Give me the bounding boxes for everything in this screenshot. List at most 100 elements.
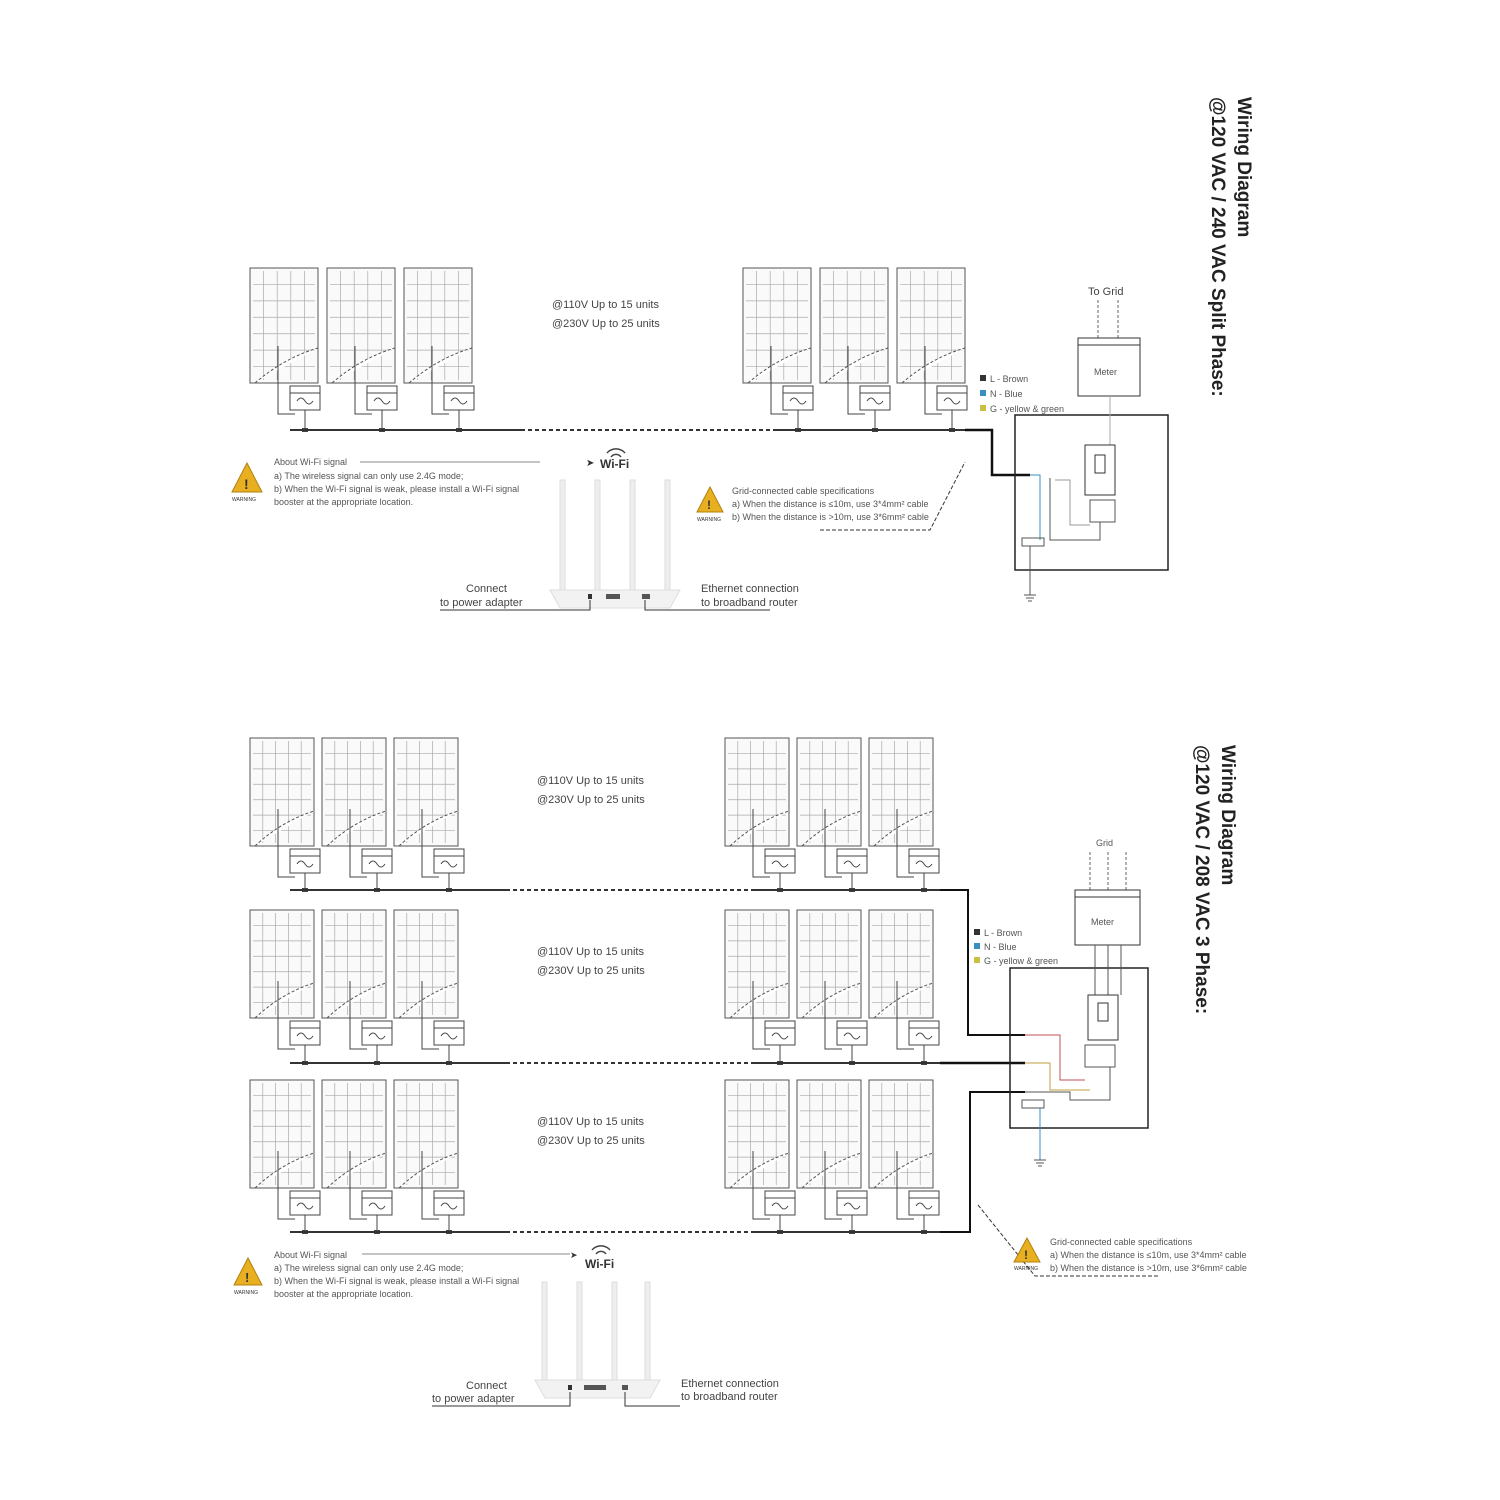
meter-label: Meter (1094, 367, 1117, 377)
warning-label: WARNING (1014, 1266, 1038, 1272)
wifi-note-line: booster at the appropriate location. (274, 1289, 413, 1299)
solar-panel (868, 737, 934, 847)
solar-panel (819, 267, 889, 384)
circuit-breaker (1084, 444, 1116, 496)
solar-panel (742, 267, 812, 384)
wifi-note-line: a) The wireless signal can only use 2.4G… (274, 471, 463, 481)
wifi-note-heading: About Wi-Fi signal (274, 1250, 347, 1260)
diagram-3-phase: Wiring Diagram @120 VAC / 208 VAC 3 Phas… (233, 745, 1247, 1407)
solar-panel (249, 909, 315, 1019)
power-label: Connect (466, 1380, 507, 1392)
diagram-subtitle: @120 VAC / 208 VAC 3 Phase: (1191, 745, 1212, 1014)
ac-trunk-cable (940, 889, 1025, 1036)
ground-bar (1021, 1099, 1045, 1109)
wifi-note-line: booster at the appropriate location. (274, 497, 413, 507)
capacity-230v: @230V Up to 25 units (537, 1135, 645, 1147)
capacity-230v: @230V Up to 25 units (537, 965, 645, 977)
capacity-230v: @230V Up to 25 units (537, 794, 645, 806)
warning-label: WARNING (234, 1290, 258, 1296)
ethernet-label: Ethernet connection (681, 1378, 779, 1390)
microinverter (277, 981, 321, 1065)
capacity-110v: @110V Up to 15 units (537, 946, 644, 958)
circuit-breaker (1087, 994, 1119, 1041)
ground-symbol-icon (1034, 1159, 1046, 1167)
solar-panel (249, 267, 319, 384)
microinverter (752, 981, 796, 1065)
grid-label: Grid (1096, 838, 1113, 848)
capacity-110v: @110V Up to 15 units (552, 299, 659, 311)
wifi-icon (591, 1245, 611, 1255)
legend-neutral: N - Blue (990, 389, 1023, 399)
wire-legend: L - Brown N - Blue G - yellow & green (974, 928, 1058, 966)
cable-note-heading: Grid-connected cable specifications (1050, 1237, 1193, 1247)
warning-icon: ! (696, 485, 724, 513)
svg-text:!: ! (244, 476, 249, 492)
solar-panel (868, 1079, 934, 1189)
cable-note-heading: Grid-connected cable specifications (732, 486, 875, 496)
svg-text:➤: ➤ (570, 1250, 578, 1260)
to-grid-label: To Grid (1088, 286, 1123, 298)
svg-text:!: ! (1024, 1248, 1028, 1262)
microinverter (847, 346, 891, 432)
solar-panel (796, 909, 862, 1019)
solar-panel (796, 737, 862, 847)
solar-panel (403, 267, 473, 384)
solar-panel-layer (249, 267, 984, 1234)
solar-panel (796, 1079, 862, 1189)
power-label: to power adapter (440, 597, 523, 609)
meter-box (1074, 889, 1141, 946)
capacity-230v: @230V Up to 25 units (552, 318, 660, 330)
microinverter (896, 1151, 940, 1234)
warning-icon: ! (233, 1256, 263, 1286)
warning-label: WARNING (232, 497, 256, 503)
ethernet-label: to broadband router (701, 597, 798, 609)
capacity-110v: @110V Up to 15 units (537, 1116, 644, 1128)
svg-text:!: ! (245, 1270, 249, 1285)
legend-ground: G - yellow & green (990, 404, 1064, 414)
ground-symbol-icon (1024, 594, 1036, 602)
solar-panel (393, 1079, 459, 1189)
microinverter (349, 981, 393, 1065)
solar-panel (724, 737, 790, 847)
cable-note-line: a) When the distance is ≤10m, use 3*4mm²… (1050, 1250, 1247, 1260)
ethernet-label: Ethernet connection (701, 583, 799, 595)
microinverter (431, 346, 475, 432)
terminal-block (1084, 1044, 1116, 1068)
wifi-label: Wi-Fi (600, 457, 629, 471)
solar-panel (321, 909, 387, 1019)
cable-note-line: a) When the distance is ≤10m, use 3*4mm²… (732, 499, 929, 509)
meter-label: Meter (1091, 917, 1114, 927)
meter-box (1077, 337, 1141, 397)
cable-note-line: b) When the distance is >10m, use 3*6mm²… (1050, 1263, 1247, 1273)
microinverter (824, 1151, 868, 1234)
solar-panel (321, 737, 387, 847)
warning-icon: ! (231, 461, 263, 493)
router: Wi-Fi Connect to power adapter Ethernet … (432, 1245, 779, 1407)
wifi-note-line: b) When the Wi-Fi signal is weak, please… (274, 1276, 519, 1286)
wifi-warning: ! WARNING About Wi-Fi signal a) The wire… (231, 457, 540, 507)
microinverter (896, 809, 940, 892)
solar-panel (724, 909, 790, 1019)
capacity-110v: @110V Up to 15 units (537, 775, 644, 787)
microinverter (349, 1151, 393, 1234)
distribution-box (1009, 967, 1149, 1129)
ac-trunk-cable (940, 1091, 1025, 1233)
wifi-label: Wi-Fi (585, 1257, 614, 1271)
blue-swatch (980, 390, 986, 396)
diagram-title: Wiring Diagram (1233, 97, 1254, 237)
microinverter (752, 1151, 796, 1234)
solar-panel (326, 267, 396, 384)
legend-live: L - Brown (984, 928, 1022, 938)
power-label: Connect (466, 583, 507, 595)
ethernet-label: to broadband router (681, 1391, 778, 1403)
wifi-note-line: b) When the Wi-Fi signal is weak, please… (274, 484, 519, 494)
diagram-subtitle: @120 VAC / 240 VAC Split Phase: (1207, 97, 1228, 397)
solar-panel (249, 737, 315, 847)
wifi-icon (606, 448, 626, 458)
legend-live: L - Brown (990, 374, 1028, 384)
cable-warning: ! WARNING Grid-connected cable specifica… (696, 461, 966, 531)
microinverter (824, 981, 868, 1065)
cable-note-line: b) When the distance is >10m, use 3*6mm²… (732, 512, 929, 522)
distribution-box (1014, 414, 1169, 571)
